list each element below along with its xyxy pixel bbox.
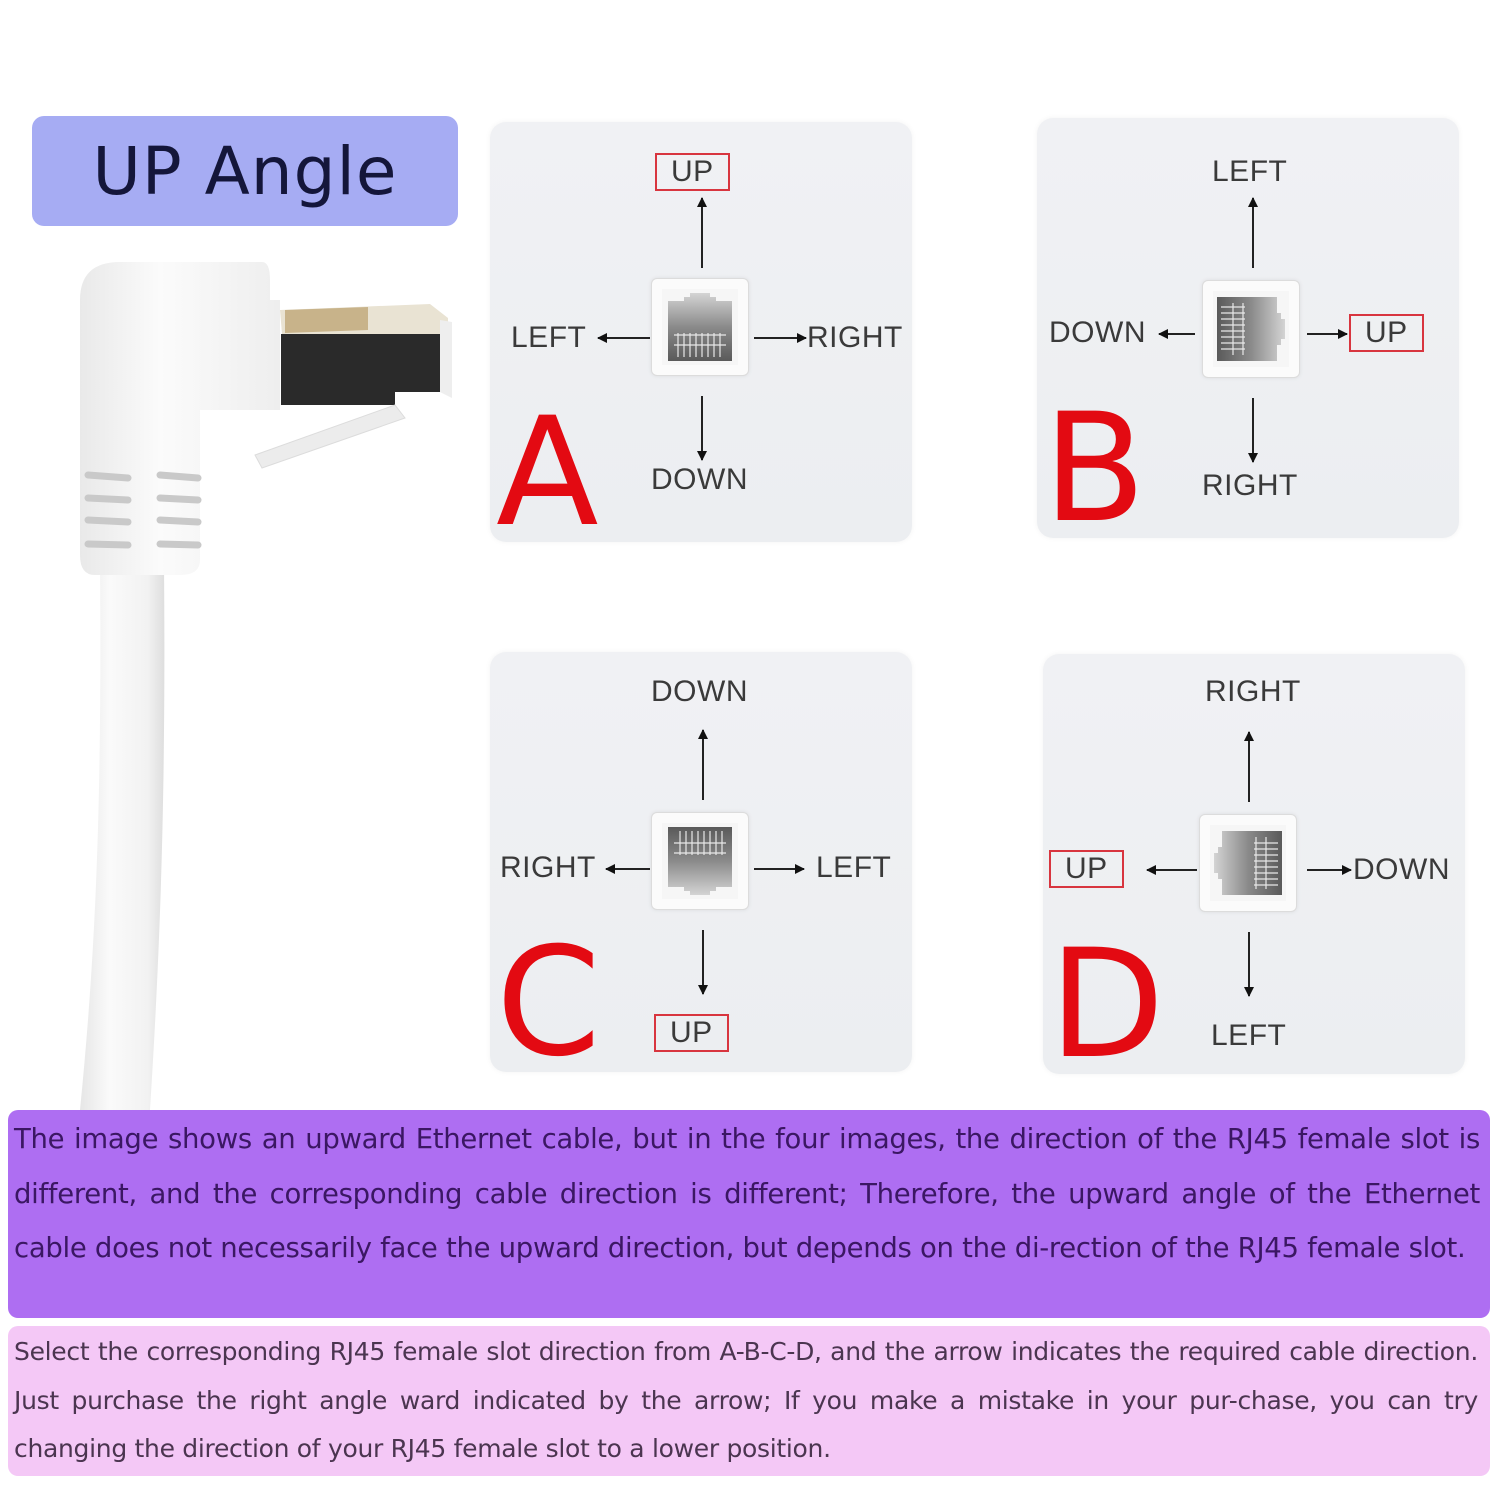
arrow-up-icon bbox=[1248, 197, 1258, 268]
instruction-note: Select the corresponding RJ45 female slo… bbox=[8, 1326, 1490, 1476]
explanation-note: The image shows an upward Ethernet cable… bbox=[8, 1110, 1490, 1318]
title-badge: UP Angle bbox=[32, 116, 458, 226]
arrow-up-icon bbox=[1244, 731, 1254, 802]
direction-label-left: LEFT bbox=[511, 321, 587, 354]
direction-label-left: UP bbox=[1049, 850, 1124, 888]
option-letter: A bbox=[496, 386, 599, 560]
direction-label-top: UP bbox=[655, 153, 730, 191]
panel-a: UP LEFT RIGHT DOWN A bbox=[490, 122, 912, 548]
rj45-jack-icon bbox=[1202, 280, 1300, 378]
direction-label-left: RIGHT bbox=[500, 851, 596, 884]
option-letter: C bbox=[496, 916, 601, 1090]
direction-label-top: LEFT bbox=[1212, 155, 1288, 188]
option-letter: D bbox=[1049, 918, 1165, 1092]
arrow-right-icon bbox=[754, 864, 805, 874]
direction-label-bottom: DOWN bbox=[651, 463, 748, 496]
panel-c: DOWN RIGHT LEFT UP C bbox=[490, 652, 912, 1078]
arrow-left-icon bbox=[597, 333, 650, 343]
option-letter: B bbox=[1043, 382, 1146, 556]
arrow-left-icon bbox=[1146, 865, 1197, 875]
arrow-left-icon bbox=[605, 864, 650, 874]
arrow-right-icon bbox=[754, 333, 807, 343]
rj45-jack-icon bbox=[651, 278, 749, 376]
rj45-jack-icon bbox=[1199, 814, 1297, 912]
arrow-up-icon bbox=[698, 729, 708, 800]
arrow-up-icon bbox=[697, 197, 707, 268]
arrow-right-icon bbox=[1307, 329, 1348, 339]
arrow-left-icon bbox=[1158, 329, 1195, 339]
direction-label-left: DOWN bbox=[1049, 316, 1146, 349]
direction-label-top: DOWN bbox=[651, 675, 748, 708]
arrow-right-icon bbox=[1307, 865, 1352, 875]
direction-label-right: RIGHT bbox=[807, 321, 903, 354]
arrow-down-icon bbox=[1244, 932, 1254, 997]
panel-b: LEFT DOWN UP RIGHT B bbox=[1037, 118, 1459, 544]
direction-label-right: DOWN bbox=[1353, 853, 1450, 886]
direction-label-bottom: RIGHT bbox=[1202, 469, 1298, 502]
arrow-down-icon bbox=[697, 396, 707, 461]
direction-label-bottom: UP bbox=[654, 1014, 729, 1052]
right-angle-ethernet-cable-icon bbox=[80, 262, 452, 1110]
rj45-jack-icon bbox=[651, 812, 749, 910]
direction-label-bottom: LEFT bbox=[1211, 1019, 1287, 1052]
arrow-down-icon bbox=[698, 930, 708, 995]
page-title: UP Angle bbox=[92, 132, 398, 210]
direction-label-right: LEFT bbox=[816, 851, 892, 884]
direction-label-right: UP bbox=[1349, 314, 1424, 352]
arrow-down-icon bbox=[1248, 398, 1258, 463]
panel-d: RIGHT UP DOWN LEFT D bbox=[1043, 654, 1465, 1080]
direction-label-top: RIGHT bbox=[1205, 675, 1301, 708]
